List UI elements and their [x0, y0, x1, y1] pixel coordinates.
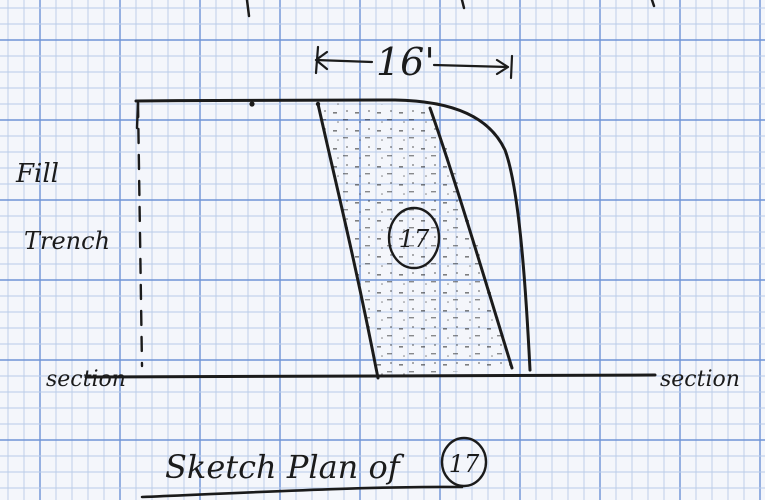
trench-top-left-tick [137, 103, 138, 128]
feature-number: 17 [399, 225, 430, 253]
section-line [86, 375, 655, 377]
section-label-right: section [660, 367, 740, 392]
caption-number: 17 [449, 450, 480, 478]
datum-point [249, 101, 254, 106]
left-label-line2: Trench [24, 227, 110, 255]
section-label-left: section [46, 367, 126, 392]
caption: Sketch Plan of [165, 448, 405, 486]
left-label-line1: Fill [15, 159, 59, 189]
datum-point-2 [316, 102, 320, 106]
dimension-label: 16' [376, 40, 435, 84]
